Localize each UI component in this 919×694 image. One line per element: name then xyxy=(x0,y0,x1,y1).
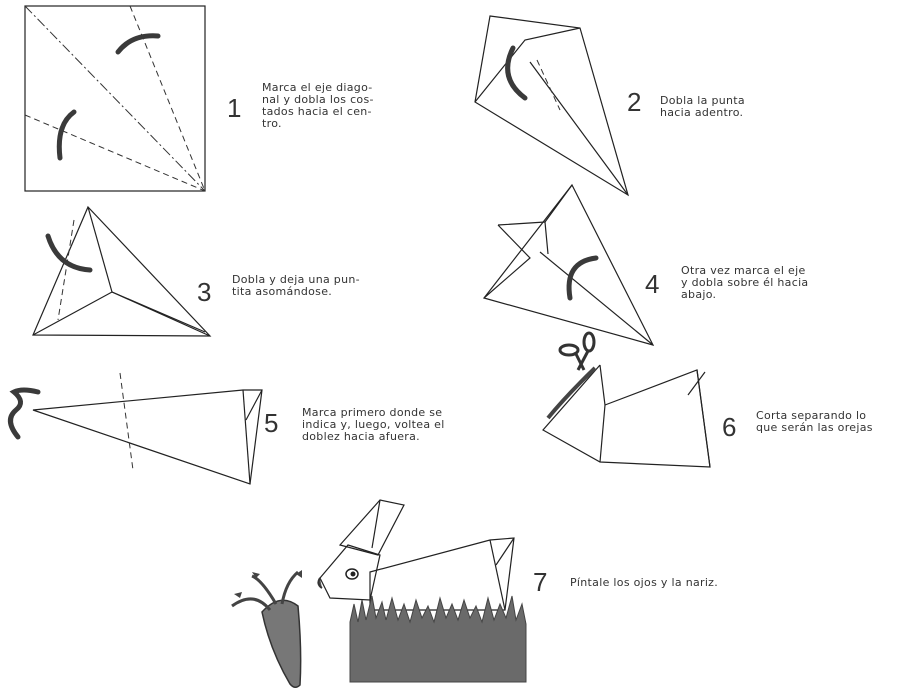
step-4-text: Otra vez marca el eje y dobla sobre él h… xyxy=(681,265,881,301)
step-5-text: Marca primero donde se indica y, luego, … xyxy=(302,407,512,443)
curved-arrow-icon xyxy=(118,36,158,52)
carrot-icon xyxy=(232,570,302,687)
grass-icon xyxy=(350,596,526,682)
rabbit-icon xyxy=(318,500,514,610)
step-4-diagram xyxy=(484,185,653,345)
step-3-text: Dobla y deja una pun- tita asomándose. xyxy=(232,274,422,298)
curved-arrow-icon xyxy=(10,390,38,437)
curved-arrow-icon xyxy=(569,258,596,298)
step-7-text: Píntale los ojos y la nariz. xyxy=(570,577,790,589)
step-4-number: 4 xyxy=(645,271,659,297)
step-6-text: Corta separando lo que serán las orejas xyxy=(756,410,919,434)
step-6-number: 6 xyxy=(722,414,736,440)
step-3-number: 3 xyxy=(197,279,211,305)
step-5-number: 5 xyxy=(264,410,278,436)
step-1-text: Marca el eje diago- nal y dobla los cos-… xyxy=(262,82,432,130)
curved-arrow-icon xyxy=(508,48,525,98)
step-5-diagram xyxy=(10,373,262,484)
step-2-number: 2 xyxy=(627,89,641,115)
step-6-diagram xyxy=(543,333,710,467)
step-3-diagram xyxy=(33,207,210,336)
step-7-illustration xyxy=(232,500,526,687)
scissors-icon xyxy=(560,333,594,370)
step-1-diagram xyxy=(25,6,205,191)
step-2-diagram xyxy=(475,16,628,195)
step-2-text: Dobla la punta hacia adentro. xyxy=(660,95,820,119)
step-1-number: 1 xyxy=(227,95,241,121)
step-7-number: 7 xyxy=(533,569,547,595)
